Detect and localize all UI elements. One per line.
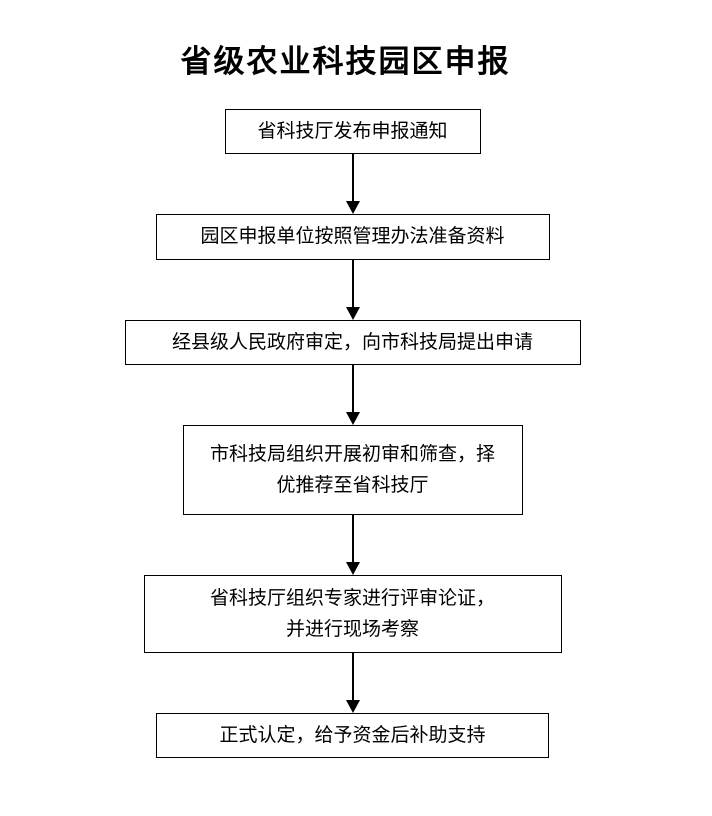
flow-step-4: 市科技局组织开展初审和筛查，择 优推荐至省科技厅 xyxy=(182,425,523,516)
flow-step-2-label: 园区申报单位按照管理办法准备资料 xyxy=(200,226,505,248)
arrow-shaft xyxy=(351,365,354,413)
flow-step-6: 正式认定，给予资金后补助支持 xyxy=(156,713,549,759)
arrow-head xyxy=(345,562,360,576)
arrow-head xyxy=(345,412,360,426)
flow-step-2: 园区申报单位按照管理办法准备资料 xyxy=(155,214,550,260)
arrow-shaft xyxy=(351,653,354,701)
flowchart: 省科技厅发布申报通知 园区申报单位按照管理办法准备资料 经县级人民政府审定，向市… xyxy=(124,109,581,759)
page-title: 省级农业科技园区申报 xyxy=(180,44,511,79)
arrow-head xyxy=(345,306,360,320)
arrow-shaft xyxy=(351,154,354,202)
arrow-head xyxy=(345,700,360,714)
flow-step-5: 省科技厅组织专家进行评审论证， 并进行现场考察 xyxy=(143,575,562,654)
flowchart-canvas: 省级农业科技园区申报 省科技厅发布申报通知 园区申报单位按照管理办法准备资料 经… xyxy=(124,44,581,759)
arrow-down-icon xyxy=(345,154,360,215)
arrow-down-icon xyxy=(345,365,360,426)
flow-step-5-label: 省科技厅组织专家进行评审论证， 并进行现场考察 xyxy=(209,587,495,641)
flow-step-1-label: 省科技厅发布申报通知 xyxy=(257,121,448,142)
arrow-head xyxy=(345,201,360,215)
arrow-down-icon xyxy=(345,515,360,576)
flow-step-1: 省科技厅发布申报通知 xyxy=(224,109,481,155)
flow-step-4-label: 市科技局组织开展初审和筛查，择 优推荐至省科技厅 xyxy=(209,443,495,497)
flow-step-3: 经县级人民政府审定，向市科技局提出申请 xyxy=(124,319,581,366)
arrow-shaft xyxy=(351,515,354,563)
arrow-shaft xyxy=(351,259,354,307)
flow-step-3-label: 经县级人民政府审定，向市科技局提出申请 xyxy=(171,331,533,353)
arrow-down-icon xyxy=(345,653,360,714)
flow-step-6-label: 正式认定，给予资金后补助支持 xyxy=(219,725,486,747)
arrow-down-icon xyxy=(345,259,360,320)
